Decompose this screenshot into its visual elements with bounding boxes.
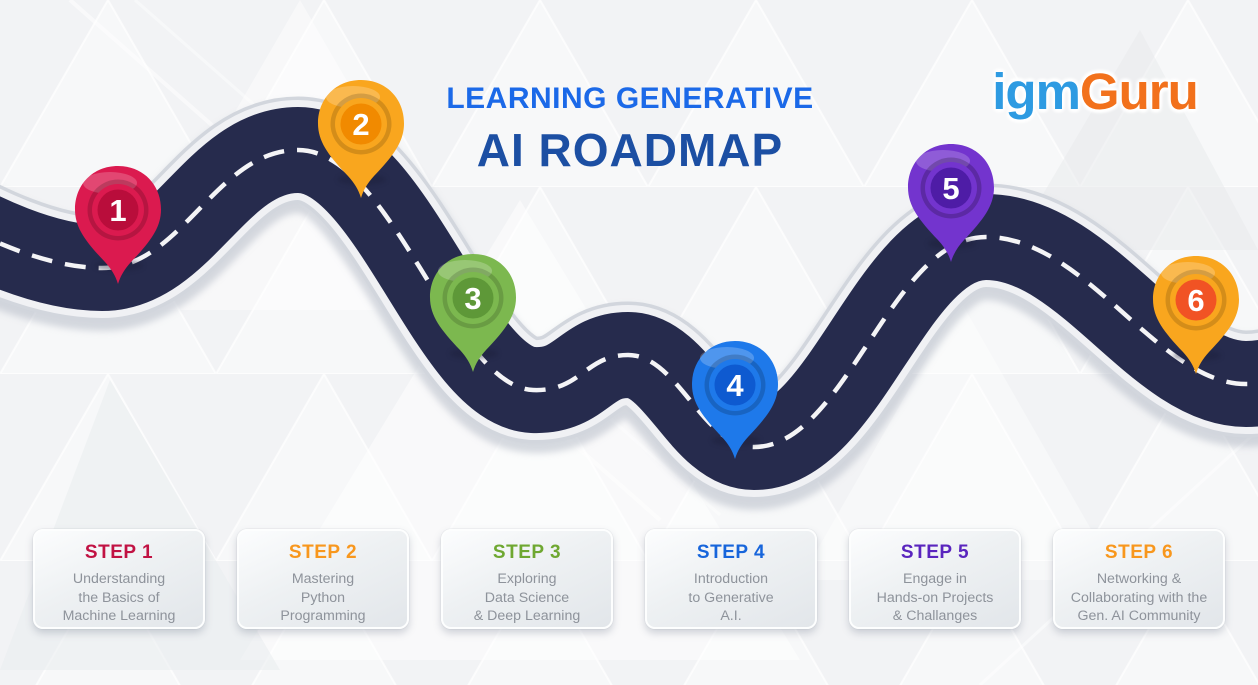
pin-number: 6 <box>1187 283 1204 318</box>
step-description-line: Data Science <box>484 589 570 606</box>
pin-number: 2 <box>352 107 369 142</box>
pin-core <box>340 103 382 145</box>
title-line-1: LEARNING GENERATIVE <box>446 82 814 115</box>
step-title: STEP 5 <box>900 542 970 563</box>
pin-core <box>97 189 139 231</box>
pin-number: 5 <box>942 171 959 206</box>
step-description-line: Understanding <box>72 571 166 587</box>
pin-number: 3 <box>464 281 481 316</box>
map-pin-6: 6 <box>1153 256 1239 374</box>
logo-part-igm: igm <box>992 63 1081 120</box>
step-description-line: A.I. <box>720 608 742 624</box>
pin-number: 4 <box>726 368 744 403</box>
step-description-line: Mastering <box>291 571 355 587</box>
step-cards-row: STEP 1 Understanding the Basics of Machi… <box>33 529 1225 629</box>
step-description-line: Python <box>300 589 346 606</box>
step-card-2: STEP 2 Mastering Python Programming <box>237 529 409 629</box>
step-card-1: STEP 1 Understanding the Basics of Machi… <box>33 529 205 629</box>
step-card-5: STEP 5 Engage in Hands-on Projects & Cha… <box>849 529 1021 629</box>
step-description-line: the Basics of <box>78 589 160 606</box>
step-description-line: Engage in <box>903 571 967 587</box>
step-description-line: & Challanges <box>892 608 978 624</box>
step-title: STEP 1 <box>84 542 154 563</box>
step-title: STEP 4 <box>696 542 766 563</box>
map-pin-3: 3 <box>430 254 516 372</box>
step-description-line: Machine Learning <box>62 608 176 624</box>
step-title: STEP 3 <box>492 542 562 563</box>
step-description-line: Exploring <box>497 571 557 587</box>
map-pin-2: 2 <box>318 80 404 198</box>
pin-core <box>930 167 972 209</box>
title-line-2: AI ROADMAP <box>476 124 784 176</box>
step-card-4: STEP 4 Introduction to Generative A.I. <box>645 529 817 629</box>
map-pin-1: 1 <box>75 166 161 284</box>
step-description-line: Introduction <box>693 571 769 587</box>
pin-number: 1 <box>109 193 126 228</box>
step-description-line: Collaborating with the <box>1070 589 1208 606</box>
logo-part-guru: Guru <box>1079 63 1199 120</box>
step-description-line: Networking & <box>1096 571 1182 587</box>
step-card-6: STEP 6 Networking & Collaborating with t… <box>1053 529 1225 629</box>
page-title: LEARNING GENERATIVE AI ROADMAP <box>388 82 872 177</box>
map-pin-4: 4 <box>692 341 778 459</box>
pin-core <box>714 364 756 406</box>
step-description-line: to Generative <box>688 589 774 606</box>
step-card-3: STEP 3 Exploring Data Science & Deep Lea… <box>441 529 613 629</box>
pin-core <box>452 277 494 319</box>
step-title: STEP 6 <box>1104 542 1174 563</box>
step-description-line: Programming <box>280 608 366 624</box>
igmguru-logo: igmGuru <box>980 62 1210 121</box>
step-description-line: Hands-on Projects <box>876 589 994 606</box>
pin-core <box>1175 279 1217 321</box>
step-description-line: & Deep Learning <box>473 608 581 624</box>
step-description-line: Gen. AI Community <box>1077 608 1201 624</box>
road-center-dash <box>0 147 1258 450</box>
step-title: STEP 2 <box>288 542 358 563</box>
map-pin-5: 5 <box>908 144 994 262</box>
